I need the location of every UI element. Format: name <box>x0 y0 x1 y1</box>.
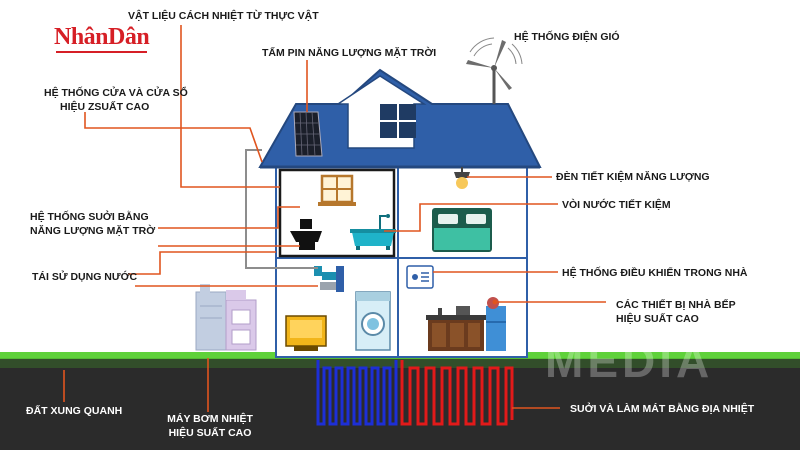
leader-water-reuse <box>128 251 276 275</box>
water-filter-icon <box>314 266 344 292</box>
leader-lines <box>63 25 606 412</box>
label-solar-heating-line-2: NĂNG LƯỢNG MẶT TRỜ <box>30 225 156 237</box>
label-heat-pump-line-1: MÁY BƠM NHIỆT <box>167 413 253 425</box>
roof <box>258 68 542 169</box>
heat-pump-icon <box>195 284 257 351</box>
label-water-reuse: TÁI SỬ DỤNG NƯỚC <box>32 271 138 283</box>
bed-icon <box>432 208 492 252</box>
toilet-icon <box>290 219 322 250</box>
solar-panel-icon <box>293 111 323 157</box>
washing-machine-icon <box>355 291 391 351</box>
hot-pipe <box>400 360 514 426</box>
label-kitchen-line-2: HIỆU SUẤT CAO <box>616 313 699 325</box>
label-solar-heating-line-1: HỆ THỐNG SUỞI BẰNG <box>30 211 149 223</box>
storage-tank-icon <box>285 315 327 351</box>
cold-pipe <box>316 360 398 426</box>
label-windows-line-2: HIỆU ZSUẤT CAO <box>60 101 150 113</box>
label-windows-line-1: HỆ THỐNG CỬA VÀ CỬA SỔ <box>44 87 188 99</box>
downpipe <box>245 149 318 269</box>
window-icon <box>318 174 356 206</box>
bathtub-icon <box>350 214 396 250</box>
label-solar-panel: TẤM PIN NĂNG LƯỢNG MẶT TRỜI <box>262 47 437 59</box>
watermark: MEDIA <box>545 335 714 387</box>
led-lamp-icon <box>454 167 470 189</box>
geothermal-loop <box>316 360 514 426</box>
leader-faucet <box>384 203 558 232</box>
label-surrounding-ground: ĐẤT XUNG QUANH <box>26 405 123 417</box>
brand-logo: NhânDân <box>54 24 150 53</box>
label-geothermal: SUỞI VÀ LÀM MÁT BẰNG ĐỊA NHIỆT <box>570 403 755 415</box>
label-kitchen-line-1: CÁC THIẾT BỊ NHÀ BẾP <box>616 299 736 311</box>
leader-insulation <box>180 25 280 188</box>
leader-windows <box>84 112 263 163</box>
label-wind: HỆ THỐNG ĐIỆN GIÓ <box>514 31 620 43</box>
label-home-control: HỆ THỐNG ĐIỀU KHIỂN TRONG NHÀ <box>562 267 748 279</box>
label-heat-pump-line-2: HIỆU SUẤT CAO <box>168 427 252 439</box>
label-faucet: VÒI NƯỚC TIẾT KIỆM <box>562 199 671 211</box>
label-led: ĐÈN TIẾT KIỆM NĂNG LƯỢNG <box>556 171 710 183</box>
label-insulation: VẬT LIỆU CÁCH NHIỆT TỪ THỰC VẬT <box>128 10 319 22</box>
leader-solar-heating <box>158 206 300 229</box>
control-panel-icon <box>406 265 434 289</box>
insulated-room <box>278 168 396 258</box>
ground-soil <box>0 352 800 450</box>
wind-turbine-icon <box>466 37 523 104</box>
kitchen-icon <box>426 297 506 351</box>
